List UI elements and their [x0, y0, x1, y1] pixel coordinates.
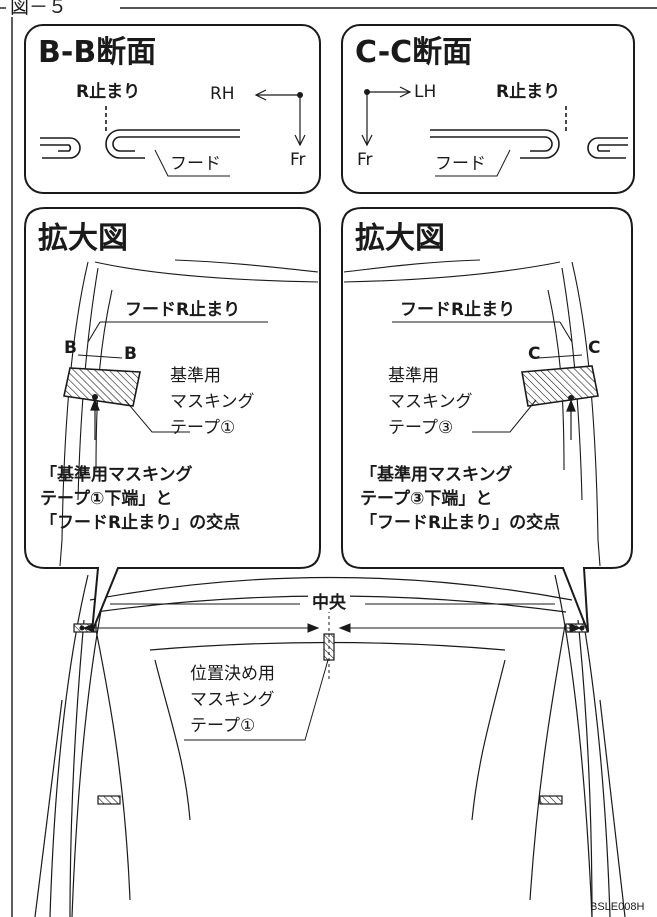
cc-fr-label: Fr: [357, 150, 373, 170]
zoom-left-caption-line-2: テープ①下端」と: [40, 489, 173, 509]
cc-section-panel: [341, 24, 635, 194]
zoom-left-section-b: B: [124, 344, 137, 364]
positioning-tape-line-1: 位置決め用: [190, 664, 275, 684]
zoom-right-tape-line-2: マスキング: [388, 392, 473, 412]
zoom-left-caption-line-3: 「フードR止まり」の交点: [40, 513, 241, 533]
zoom-left-section-a: B: [64, 338, 77, 358]
positioning-tape-line-2: マスキング: [190, 690, 275, 710]
center-label: 中央: [308, 595, 350, 612]
figure-label: 図－５: [6, 0, 72, 17]
zoom-left-tape-line-1: 基準用: [170, 366, 221, 386]
zoom-left-tape-line-3: テープ①: [170, 418, 236, 438]
car-body-outline: [34, 574, 626, 917]
positioning-tape-line-3: テープ①: [190, 716, 256, 736]
bb-fr-label: Fr: [290, 150, 306, 170]
bb-r-stop-label: R止まり: [76, 82, 141, 102]
bb-hood-label: フード: [170, 154, 221, 174]
zoom-right-caption-line-1: 「基準用マスキング: [360, 465, 513, 485]
zoom-left-hood-r-stop: フードR止まり: [125, 300, 241, 320]
zoom-left-caption-line-1: 「基準用マスキング: [40, 465, 193, 485]
zoom-right-panel: [341, 207, 633, 633]
figure-frame: [0, 7, 657, 917]
zoom-left-title: 拡大図: [38, 221, 128, 256]
cc-r-stop-label: R止まり: [496, 82, 561, 102]
cc-hood-label: フード: [435, 154, 486, 174]
zoom-right-section-b: C: [588, 338, 601, 358]
bb-section-title: B-B断面: [38, 35, 157, 70]
zoom-right-caption-line-2: テープ③下端」と: [360, 489, 493, 509]
bb-section-panel: [24, 24, 321, 194]
zoom-right-section-a: C: [528, 344, 541, 364]
zoom-right-caption-line-3: 「フードR止まり」の交点: [360, 513, 561, 533]
figure-code: BSLE008H: [590, 901, 645, 913]
zoom-right-tape-line-3: テープ③: [388, 418, 454, 438]
zoom-right-tape-line-1: 基準用: [388, 366, 439, 386]
cc-section-title: C-C断面: [355, 35, 473, 70]
zoom-right-hood-r-stop: フードR止まり: [400, 300, 516, 320]
zoom-right-title: 拡大図: [355, 221, 445, 256]
bb-rh-label: RH: [210, 84, 235, 104]
zoom-left-tape-line-2: マスキング: [170, 392, 255, 412]
zoom-left-panel: [24, 207, 321, 633]
cc-lh-label: LH: [414, 82, 437, 102]
